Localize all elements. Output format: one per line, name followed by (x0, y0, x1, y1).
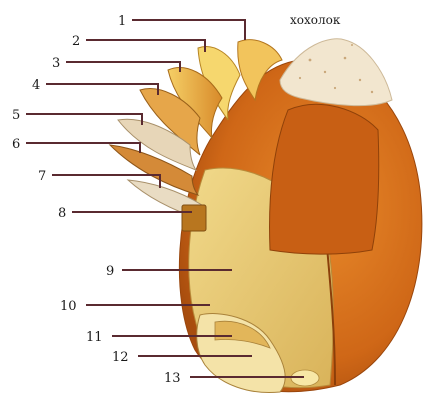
leader-2 (86, 40, 205, 52)
leader-1 (132, 20, 245, 40)
label-1: 1 (118, 14, 126, 29)
leader-3 (66, 62, 180, 72)
label-3: 3 (52, 56, 60, 71)
label-6: 6 (12, 137, 20, 152)
label-11: 11 (86, 330, 103, 345)
top-label: хохолок (290, 13, 341, 27)
label-2: 2 (72, 34, 80, 49)
label-5: 5 (12, 108, 20, 123)
label-13: 13 (164, 371, 181, 386)
pericarp-flap (270, 104, 379, 254)
label-12: 12 (112, 350, 129, 365)
label-4: 4 (32, 78, 40, 93)
aleurone-block (182, 205, 206, 231)
label-9: 9 (106, 264, 114, 279)
label-10: 10 (60, 299, 77, 314)
label-7: 7 (38, 169, 46, 184)
brush-hairs (280, 39, 392, 106)
label-8: 8 (58, 206, 66, 221)
